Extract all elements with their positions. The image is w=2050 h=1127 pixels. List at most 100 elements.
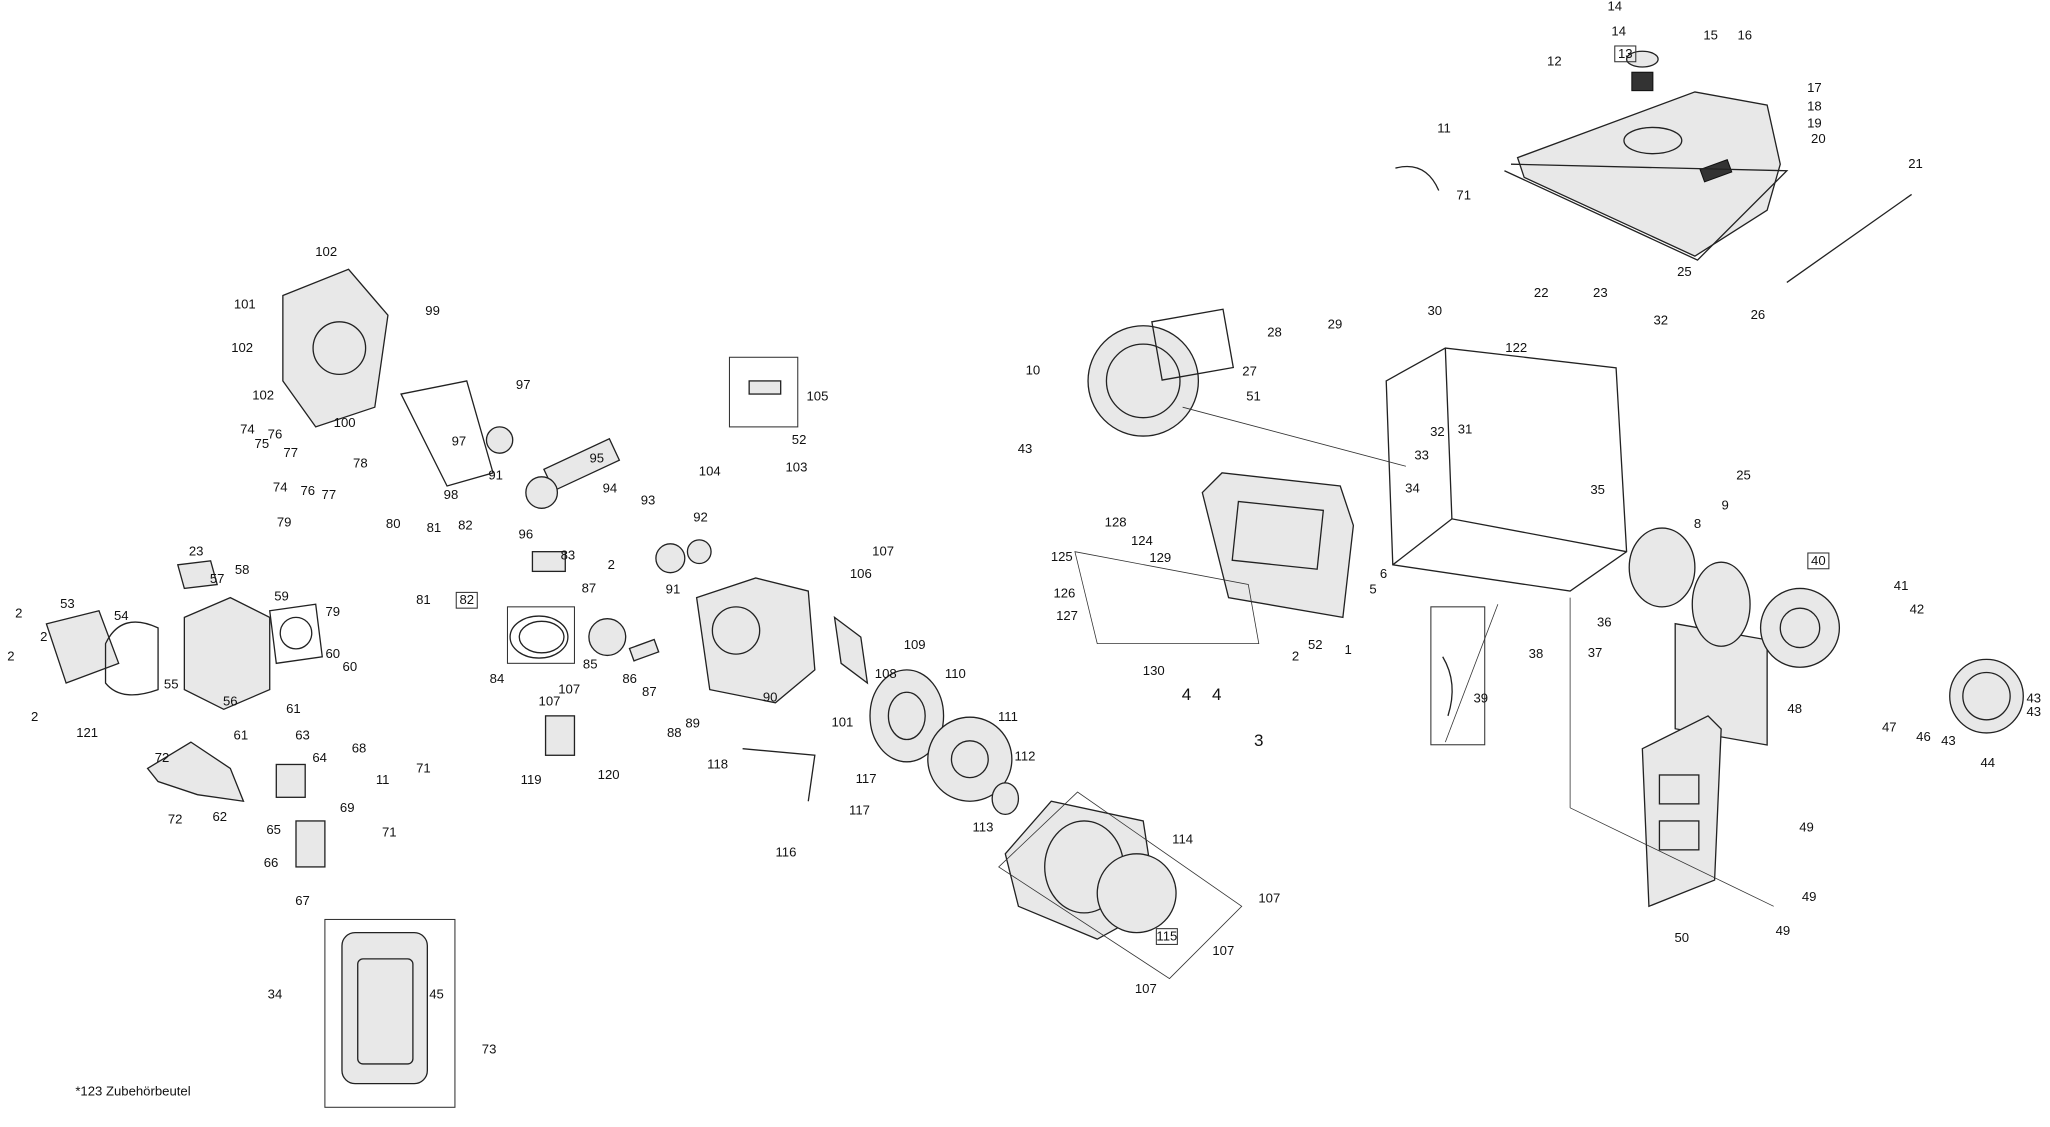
callout-label: 11 [1437,121,1451,136]
callout-label: 102 [231,340,253,355]
callout-label: 119 [521,772,542,787]
callout-label: 1 [1344,642,1351,657]
callout-label: 116 [775,844,796,859]
callout-label: 12 [1547,54,1562,69]
callout-label: 10 [1026,362,1041,377]
callout-label: 95 [589,450,604,465]
callout-label: 51 [1246,389,1261,404]
callout-label: 5 [1369,582,1376,597]
callout-label: 49 [1776,923,1791,938]
group-box-air-filter [324,918,456,1108]
callout-label: 75 [255,436,270,451]
callout-label: 11 [376,772,390,787]
callout-label: 25 [1677,264,1692,279]
callout-label: 77 [283,445,298,460]
frame [1385,347,1628,592]
fuel-tank [1504,50,1789,261]
callout-label: 54 [114,608,129,623]
callout-label: 125 [1051,549,1073,564]
callout-label: 101 [234,297,256,312]
callout-label: 96 [519,527,534,542]
callout-label: 43 [1018,441,1033,456]
callout-label: 32 [1430,424,1445,439]
callout-label: 90 [763,689,778,704]
callout-label: 35 [1590,482,1605,497]
alternator [1628,527,2024,734]
callout-label: 19 [1807,115,1822,130]
callout-label: 45 [429,986,444,1001]
callout-label: 86 [622,671,637,686]
callout-label: 4 [1212,685,1222,704]
callout-label: 36 [1597,615,1612,630]
callout-label: 9 [1721,498,1728,513]
callout-label: 65 [266,822,281,837]
callout-label: 83 [561,548,576,563]
part-drawings [45,50,2024,1085]
callout-label: 52 [792,432,807,447]
callout-label: 89 [685,716,700,731]
callout-label: 85 [583,657,598,672]
callout-label: 6 [1380,566,1387,581]
callout-label: 77 [322,487,337,502]
callout-label: 16 [1738,27,1753,42]
callout-label: 79 [325,604,340,619]
callout-label: 82 [458,517,473,532]
callout-label: 111 [998,709,1018,724]
callout-label: 84 [490,671,505,686]
callout-label: 14 [1611,23,1626,38]
callout-label: 107 [1212,943,1234,958]
callout-label: 130 [1143,663,1165,678]
crankcase-cover [282,268,389,428]
callout-label: 71 [1456,188,1471,203]
callout-label: 60 [343,659,358,674]
callout-label: 102 [315,244,337,259]
callout-label: 2 [40,629,47,644]
callout-label: 72 [155,750,170,765]
callout-label: 61 [234,728,249,743]
callout-label: 112 [1015,749,1036,764]
callout-label: 110 [945,666,966,681]
callout-label: 97 [516,377,531,392]
callout-label: 52 [1308,637,1323,652]
callout-label: 17 [1807,80,1822,95]
callout-label: 38 [1529,646,1544,661]
control-panel [1201,472,1355,619]
callout-label: 8 [1694,516,1701,531]
callout-label: 72 [168,812,183,827]
engine [1087,308,1235,437]
callout-label: 81 [416,592,431,607]
callout-label: 107 [1258,890,1280,905]
callout-label: 99 [425,303,440,318]
callout-label: 80 [386,516,401,531]
callout-label: 106 [850,566,872,581]
callout-label: 73 [482,1041,497,1056]
callout-label: 100 [334,415,356,430]
callout-label: 69 [340,800,355,815]
callout-label: 118 [707,756,728,771]
callout-label: 34 [268,986,283,1001]
callout-label: 47 [1882,720,1897,735]
callout-label: 23 [1593,285,1608,300]
callout-label: 124 [1131,533,1153,548]
callout-label: 104 [699,463,721,478]
callout-label: 42 [1910,601,1925,616]
callout-label: 15 [1703,27,1718,42]
callout-label: 103 [785,460,807,475]
callout-label: 126 [1053,586,1075,601]
callout-label: 29 [1328,316,1343,331]
callout-label: 113 [972,819,993,834]
callout-label: 107 [558,682,580,697]
heat-shield [146,741,245,803]
callout-label: 2 [1292,649,1299,664]
callout-label: 81 [427,520,442,535]
callout-label: 68 [352,741,367,756]
callout-label: 22 [1534,285,1549,300]
callout-label: 107 [539,693,561,708]
callout-label: 27 [1242,364,1257,379]
callout-label: 107 [1135,981,1157,996]
callout-label: 33 [1414,448,1429,463]
callout-label: 61 [286,701,301,716]
valve-cover [45,610,120,684]
flywheel-assembly [869,669,1177,940]
callout-label: 25 [1736,467,1751,482]
